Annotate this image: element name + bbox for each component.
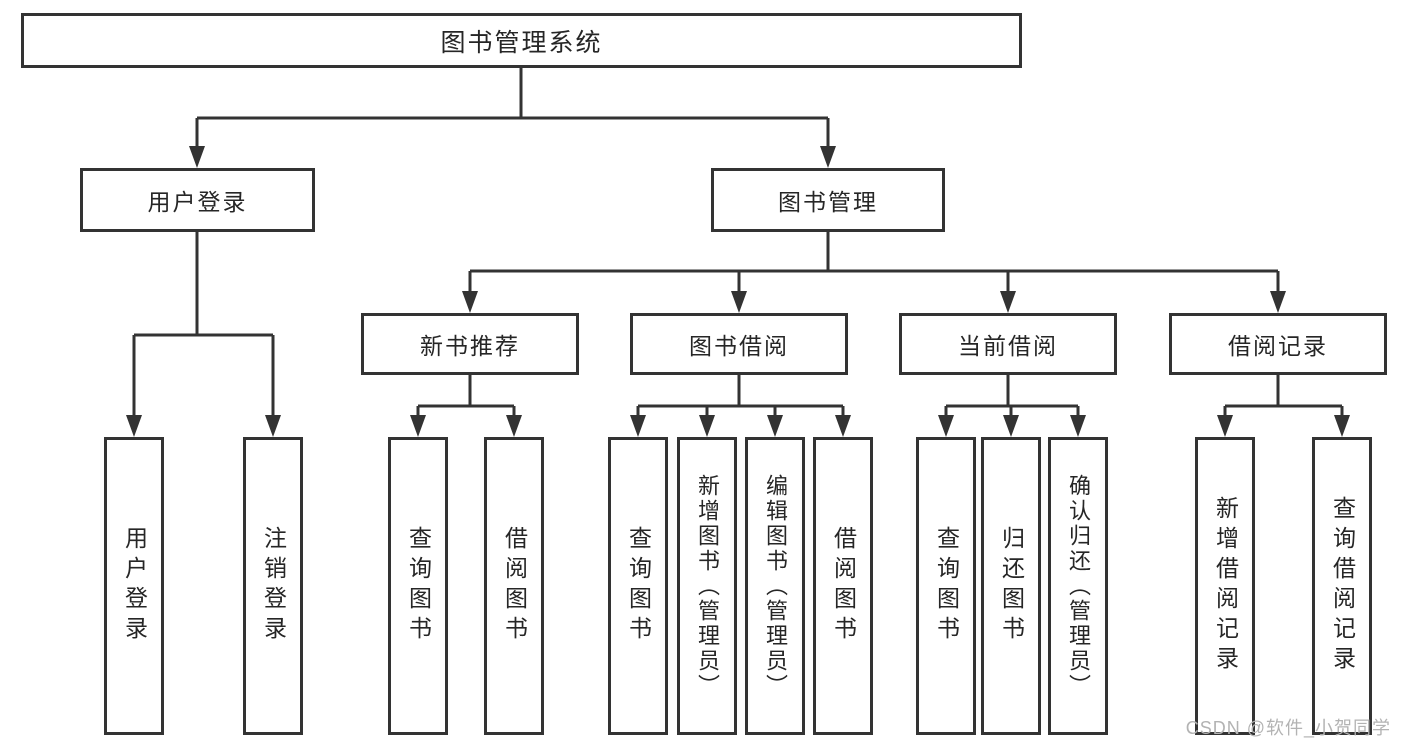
leaf-borrow-book-recommend: 借阅图书 bbox=[484, 437, 544, 735]
leaf-query-book-borrowing: 查询图书 bbox=[608, 437, 668, 735]
node-user-login-label: 用户登录 bbox=[147, 189, 248, 215]
leaf-edit-book-admin: 编辑图书（管理员） bbox=[745, 437, 805, 735]
node-book-management: 图书管理 bbox=[711, 168, 945, 232]
leaf-return-book: 归还图书 bbox=[981, 437, 1041, 735]
node-borrowing-records: 借阅记录 bbox=[1169, 313, 1387, 375]
node-book-borrowing-label: 图书借阅 bbox=[689, 333, 789, 359]
node-root-library-system: 图书管理系统 bbox=[21, 13, 1022, 68]
node-current-borrowing-label: 当前借阅 bbox=[958, 333, 1058, 359]
node-new-book-recommend-label: 新书推荐 bbox=[420, 333, 520, 359]
node-book-management-label: 图书管理 bbox=[778, 189, 878, 215]
leaf-logout-login: 注销登录 bbox=[243, 437, 303, 735]
arrowhead-icons bbox=[126, 146, 1350, 437]
node-borrowing-records-label: 借阅记录 bbox=[1228, 333, 1328, 359]
leaf-add-book-admin: 新增图书（管理员） bbox=[677, 437, 737, 735]
node-user-login: 用户登录 bbox=[80, 168, 315, 232]
leaf-user-login: 用户登录 bbox=[104, 437, 164, 735]
leaf-add-borrow-record: 新增借阅记录 bbox=[1195, 437, 1255, 735]
leaf-query-book-recommend: 查询图书 bbox=[388, 437, 448, 735]
node-book-borrowing: 图书借阅 bbox=[630, 313, 848, 375]
leaf-confirm-return-admin: 确认归还（管理员） bbox=[1048, 437, 1108, 735]
leaf-borrow-book: 借阅图书 bbox=[813, 437, 873, 735]
leaf-query-book-current: 查询图书 bbox=[916, 437, 976, 735]
node-current-borrowing: 当前借阅 bbox=[899, 313, 1117, 375]
csdn-watermark: CSDN @软件_小贺同学 bbox=[1185, 718, 1391, 738]
node-new-book-recommend: 新书推荐 bbox=[361, 313, 579, 375]
leaf-query-borrow-record: 查询借阅记录 bbox=[1312, 437, 1372, 735]
node-root-label: 图书管理系统 bbox=[440, 28, 603, 57]
connector-stems bbox=[132, 68, 1344, 419]
